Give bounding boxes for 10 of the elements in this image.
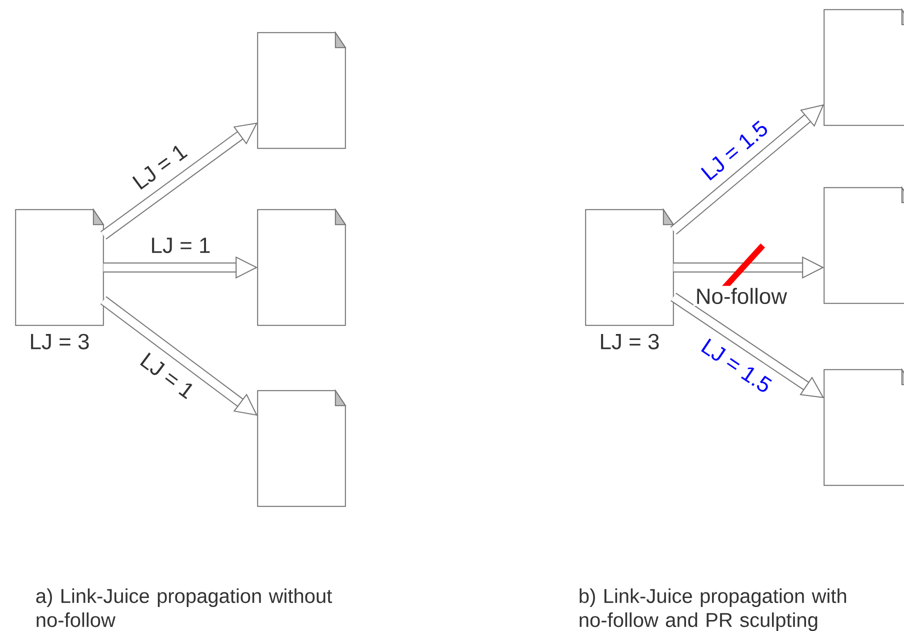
page-caption: LJ = 3 xyxy=(601,334,659,350)
edge-label: No-follow xyxy=(693,286,790,306)
edge-label: LJ = 1.5 xyxy=(696,334,776,397)
figure-caption: a) Link-Juice propagation without no-follow xyxy=(36,588,332,628)
edge-label: LJ = 1 xyxy=(136,348,199,403)
edge-label: LJ = 1 xyxy=(128,140,192,194)
edge-label: LJ = 1 xyxy=(148,236,213,256)
figure-caption: b) Link-Juice propagation with no-follow and PR sculpting xyxy=(580,588,846,631)
page-caption: LJ = 3 xyxy=(31,334,89,350)
edge-label: LJ = 1.5 xyxy=(696,116,773,185)
